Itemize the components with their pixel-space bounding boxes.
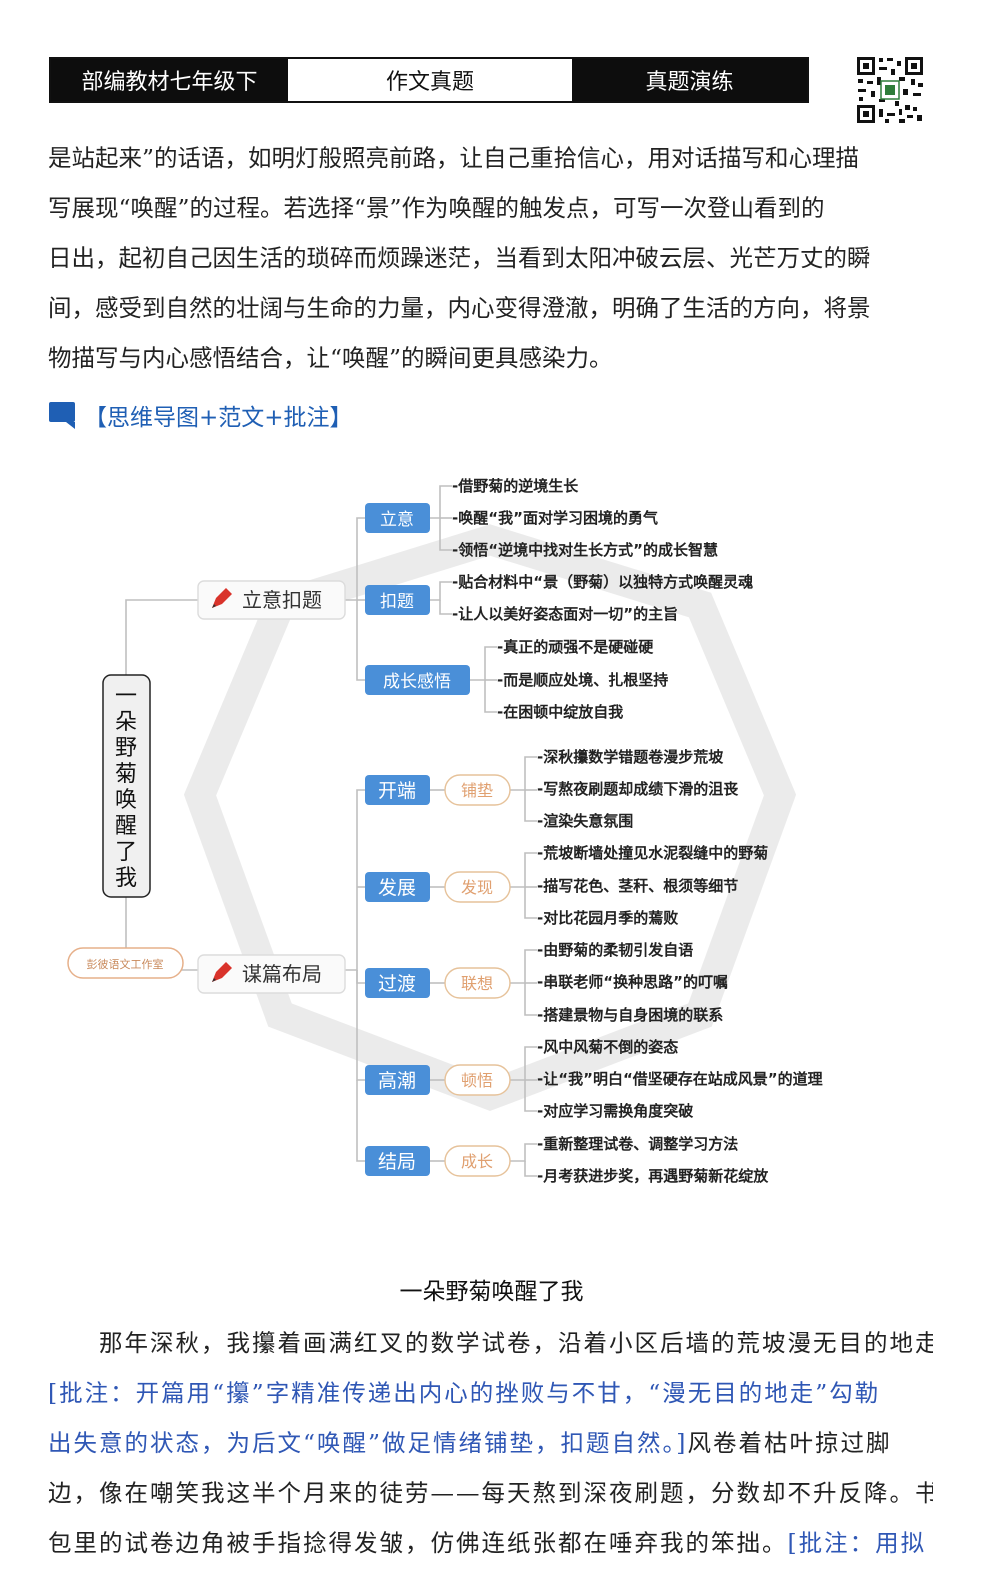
leaf-item: -贴合材料中“景（野菊）以独特方式唤醒灵魂 — [452, 573, 753, 591]
intro-line: 物描写与内心感悟结合，让“唤醒”的瞬间更具感染力。 — [48, 344, 613, 372]
branch-node-1: 立意扣题 — [197, 580, 346, 620]
leaf-item: -重新整理试卷、调整学习方法 — [537, 1135, 738, 1153]
root-char: 朵 — [115, 710, 137, 735]
leaf-item: -深秋攥数学错题卷漫步荒坡 — [537, 748, 723, 766]
svg-text:成长: 成长 — [461, 1152, 493, 1171]
leaf-item: -让“我”明白“借坚硬存在站成风景”的道理 — [537, 1070, 823, 1088]
branch-node-2: 谋篇布局 — [197, 954, 346, 994]
svg-text:开端: 开端 — [378, 780, 416, 802]
pencil-icon — [212, 962, 232, 982]
intro-paragraph: 是站起来”的话语，如明灯般照亮前路，让自己重拾信心，用对话描写和心理描 写展现“… — [48, 133, 933, 383]
leaf-item: -领悟“逆境中找对生长方式”的成长智慧 — [452, 541, 718, 559]
leaf-item: -荒坡断墙处撞见水泥裂缝中的野菊 — [537, 844, 768, 862]
leaf-item: -对应学习需换角度突破 — [537, 1102, 693, 1120]
branch-label: 谋篇布局 — [242, 962, 322, 986]
structure-row: 高潮 顿悟 — [365, 1064, 511, 1096]
root-label: 一朵野菊唤醒了我 — [115, 684, 137, 891]
root-char: 菊 — [115, 762, 137, 787]
leaf-item: -借野菊的逆境生长 — [452, 477, 579, 495]
essay-text: 边，像在嘲笑我这半个月来的徒劳——每天熬到深夜刷题，分数却不升反降。书 — [48, 1479, 933, 1507]
svg-text:成长感悟: 成长感悟 — [383, 672, 451, 692]
essay-body: 那年深秋，我攥着画满红叉的数学试卷，沿着小区后墙的荒坡漫无目的地走。 [批注：开篇… — [48, 1318, 933, 1568]
svg-text:结局: 结局 — [378, 1151, 416, 1173]
leaf-items: -借野菊的逆境生长 -唤醒“我”面对学习困境的勇气 -领悟“逆境中找对生长方式”… — [452, 477, 753, 721]
leaf-item: -搭建景物与自身困境的联系 — [537, 1006, 723, 1024]
studio-label: 彭彼语文工作室 — [87, 957, 164, 971]
svg-text:立意: 立意 — [380, 510, 414, 530]
essay-line: 边，像在嘲笑我这半个月来的徒劳——每天熬到深夜刷题，分数却不升反降。书 — [48, 1468, 933, 1518]
leaf-item: -让人以美好姿态面对一切”的主旨 — [452, 605, 678, 623]
annotation-text: 出失意的状态，为后文“唤醒”做足情绪铺垫，扣题自然。] — [48, 1429, 688, 1457]
tag-node: 扣题 — [365, 585, 430, 615]
leaf-item: -串联老师“换种思路”的叮嘱 — [537, 973, 728, 991]
annotation-text: [批注：用拟 — [787, 1529, 927, 1557]
leaf-item: -对比花园月季的蔫败 — [537, 909, 678, 927]
svg-text:顿悟: 顿悟 — [461, 1071, 493, 1090]
essay-text: 风卷着枯叶掠过脚 — [687, 1429, 892, 1457]
studio-badge — [67, 947, 184, 979]
structure-row: 开端 铺垫 — [365, 774, 511, 806]
essay-line: 那年深秋，我攥着画满红叉的数学试卷，沿着小区后墙的荒坡漫无目的地走。 — [48, 1318, 933, 1368]
leaf-item: -唤醒“我”面对学习困境的勇气 — [452, 509, 658, 527]
tag-node: 立意 — [365, 503, 430, 533]
leaf-item: -真正的顽强不是硬碰硬 — [497, 638, 654, 656]
leaf-item: -描写花色、茎秆、根须等细节 — [537, 877, 738, 895]
section-title: 【思维导图+范文+批注】 — [84, 405, 353, 431]
svg-text:扣题: 扣题 — [380, 592, 414, 612]
structure-row: 发展 发现 — [365, 871, 511, 903]
qr-code-icon — [855, 55, 925, 125]
root-char: 我 — [115, 866, 137, 891]
svg-text:联想: 联想 — [461, 974, 493, 993]
annotation-text: [批注：开篇用“攥”字精准传递出内心的挫败与不甘，“漫无目的地走”勾勒 — [48, 1379, 881, 1407]
svg-text:高潮: 高潮 — [378, 1070, 416, 1092]
svg-text:发现: 发现 — [461, 878, 493, 897]
essay-text: 那年深秋，我攥着画满红叉的数学试卷，沿着小区后墙的荒坡漫无目的地走。 — [48, 1329, 933, 1357]
root-char: 野 — [115, 736, 137, 761]
essay-line: [批注：开篇用“攥”字精准传递出内心的挫败与不甘，“漫无目的地走”勾勒 — [48, 1368, 933, 1418]
section-heading: 【思维导图+范文+批注】 — [48, 398, 353, 432]
leaf-item: -渲染失意氛围 — [537, 812, 633, 830]
leaf-item: -在困顿中绽放自我 — [497, 703, 623, 721]
essay-text: 包里的试卷边角被手指捻得发皱，仿佛连纸张都在唾弃我的笨拙。 — [48, 1529, 788, 1557]
mind-map: 一朵野菊唤醒了我 彭彼语文工作室 立意扣题 谋篇布局 立意 扣题 成长感悟 -借… — [67, 477, 823, 1185]
root-node — [102, 674, 151, 898]
svg-text:过渡: 过渡 — [378, 973, 416, 995]
essay-line: 包里的试卷边角被手指捻得发皱，仿佛连纸张都在唾弃我的笨拙。[批注：用拟 — [48, 1518, 933, 1568]
svg-text:发展: 发展 — [378, 877, 416, 899]
essay-title: 一朵野菊唤醒了我 — [399, 1279, 584, 1305]
pencil-icon — [212, 588, 232, 608]
essay-line: 出失意的状态，为后文“唤醒”做足情绪铺垫，扣题自然。]风卷着枯叶掠过脚 — [48, 1418, 933, 1468]
intro-line: 写展现“唤醒”的过程。若选择“景”作为唤醒的触发点，可写一次登山看到的 — [48, 194, 825, 222]
header-category: 作文真题 — [288, 59, 572, 101]
tag-node: 成长感悟 — [365, 665, 470, 695]
leaf-item: -月考获进步奖，再遇野菊新花绽放 — [537, 1167, 769, 1185]
leaf-items: -深秋攥数学错题卷漫步荒坡 -写熬夜刷题却成绩下滑的沮丧 -渲染失意氛围 -荒坡… — [537, 748, 823, 1185]
root-char: 醒 — [115, 814, 137, 839]
root-char: 唤 — [115, 788, 137, 813]
leaf-item: -由野菊的柔韧引发自语 — [537, 941, 693, 959]
root-char: 了 — [115, 840, 137, 865]
structure-row: 过渡 联想 — [365, 967, 511, 999]
header-bar: 部编教材七年级下 作文真题 真题演练 — [49, 57, 809, 103]
intro-line: 是站起来”的话语，如明灯般照亮前路，让自己重拾信心，用对话描写和心理描 — [48, 144, 860, 172]
leaf-item: -而是顺应处境、扎根坚持 — [497, 671, 668, 689]
structure-row: 结局 成长 — [365, 1145, 511, 1177]
header-grade: 部编教材七年级下 — [51, 59, 288, 101]
leaf-item: -风中风菊不倒的姿态 — [537, 1038, 678, 1056]
intro-line: 间，感受到自然的壮阔与生命的力量，内心变得澄澈，明确了生活的方向，将景 — [48, 294, 871, 322]
svg-text:铺垫: 铺垫 — [461, 781, 493, 800]
intro-line: 日出，起初自己因生活的琐碎而烦躁迷茫，当看到太阳冲破云层、光芒万丈的瞬 — [48, 244, 871, 272]
root-char: 一 — [115, 684, 137, 709]
chat-bubble-icon — [49, 402, 75, 429]
leaf-item: -写熬夜刷题却成绩下滑的沮丧 — [537, 780, 738, 798]
branch-label: 立意扣题 — [242, 588, 322, 612]
header-practice: 真题演练 — [572, 59, 807, 101]
